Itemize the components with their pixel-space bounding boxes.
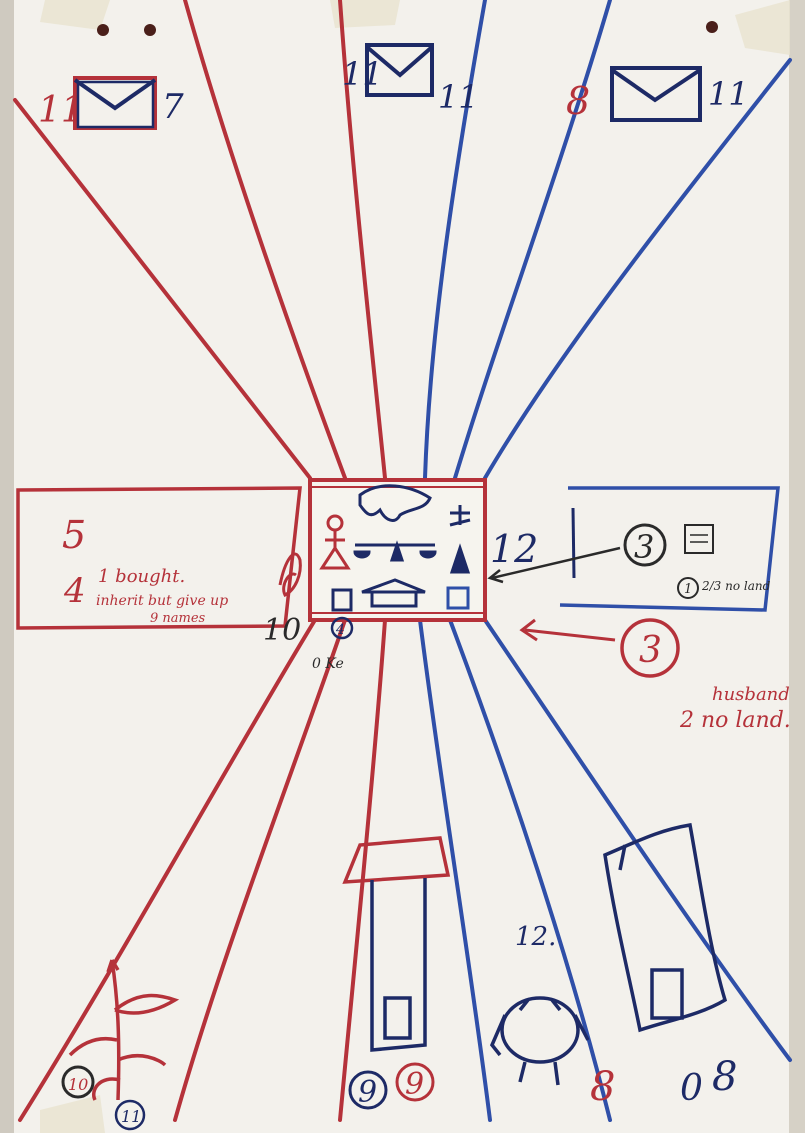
left-box-line1: 1 bought. — [98, 566, 185, 587]
left-box-line2-number: 4 — [63, 571, 86, 611]
center-right-count: 12 — [490, 527, 538, 571]
right-annotation-line1: husband — [712, 684, 790, 705]
plant-circled-number: 10 — [68, 1075, 88, 1094]
pin-hole — [97, 24, 109, 36]
right-annotation-line2: 2 no land. — [679, 708, 791, 733]
animal-top-label: 12. — [515, 922, 556, 952]
pin-hole — [706, 21, 718, 33]
center-left-count: 10 — [263, 613, 301, 648]
top-right-count-left: 8 — [566, 79, 590, 123]
right-box-circled-number: 3 — [634, 528, 654, 566]
right-box-divider — [573, 508, 574, 578]
top-right-count-right: 11 — [708, 75, 749, 113]
house-number-blue: 9 — [358, 1075, 377, 1110]
right-annotation-number: 3 — [639, 630, 662, 671]
center-circled-small: 4 — [335, 622, 345, 638]
right-box-small-circled: 1 — [684, 582, 692, 597]
plant-circled-number-2: 11 — [121, 1107, 141, 1126]
document-count-left: 0 — [680, 1068, 703, 1109]
top-left-count-right: 7 — [162, 87, 184, 127]
center-small-label: 0 Ke — [312, 656, 344, 672]
top-middle-count-left: 11 — [342, 55, 383, 93]
right-box-small-text: 2/3 no land — [701, 579, 771, 593]
house-number-red: 9 — [405, 1067, 424, 1102]
left-box-line2-text: inherit but give up — [96, 593, 228, 609]
top-middle-count-right: 11 — [438, 78, 479, 116]
left-box-big-number: 5 — [62, 513, 86, 557]
document-count-right: 8 — [712, 1054, 737, 1100]
left-box-line3: 9 names — [150, 611, 206, 626]
top-left-count-left: 11 — [38, 90, 84, 131]
animal-side-count: 8 — [590, 1064, 615, 1110]
pin-hole — [144, 24, 156, 36]
